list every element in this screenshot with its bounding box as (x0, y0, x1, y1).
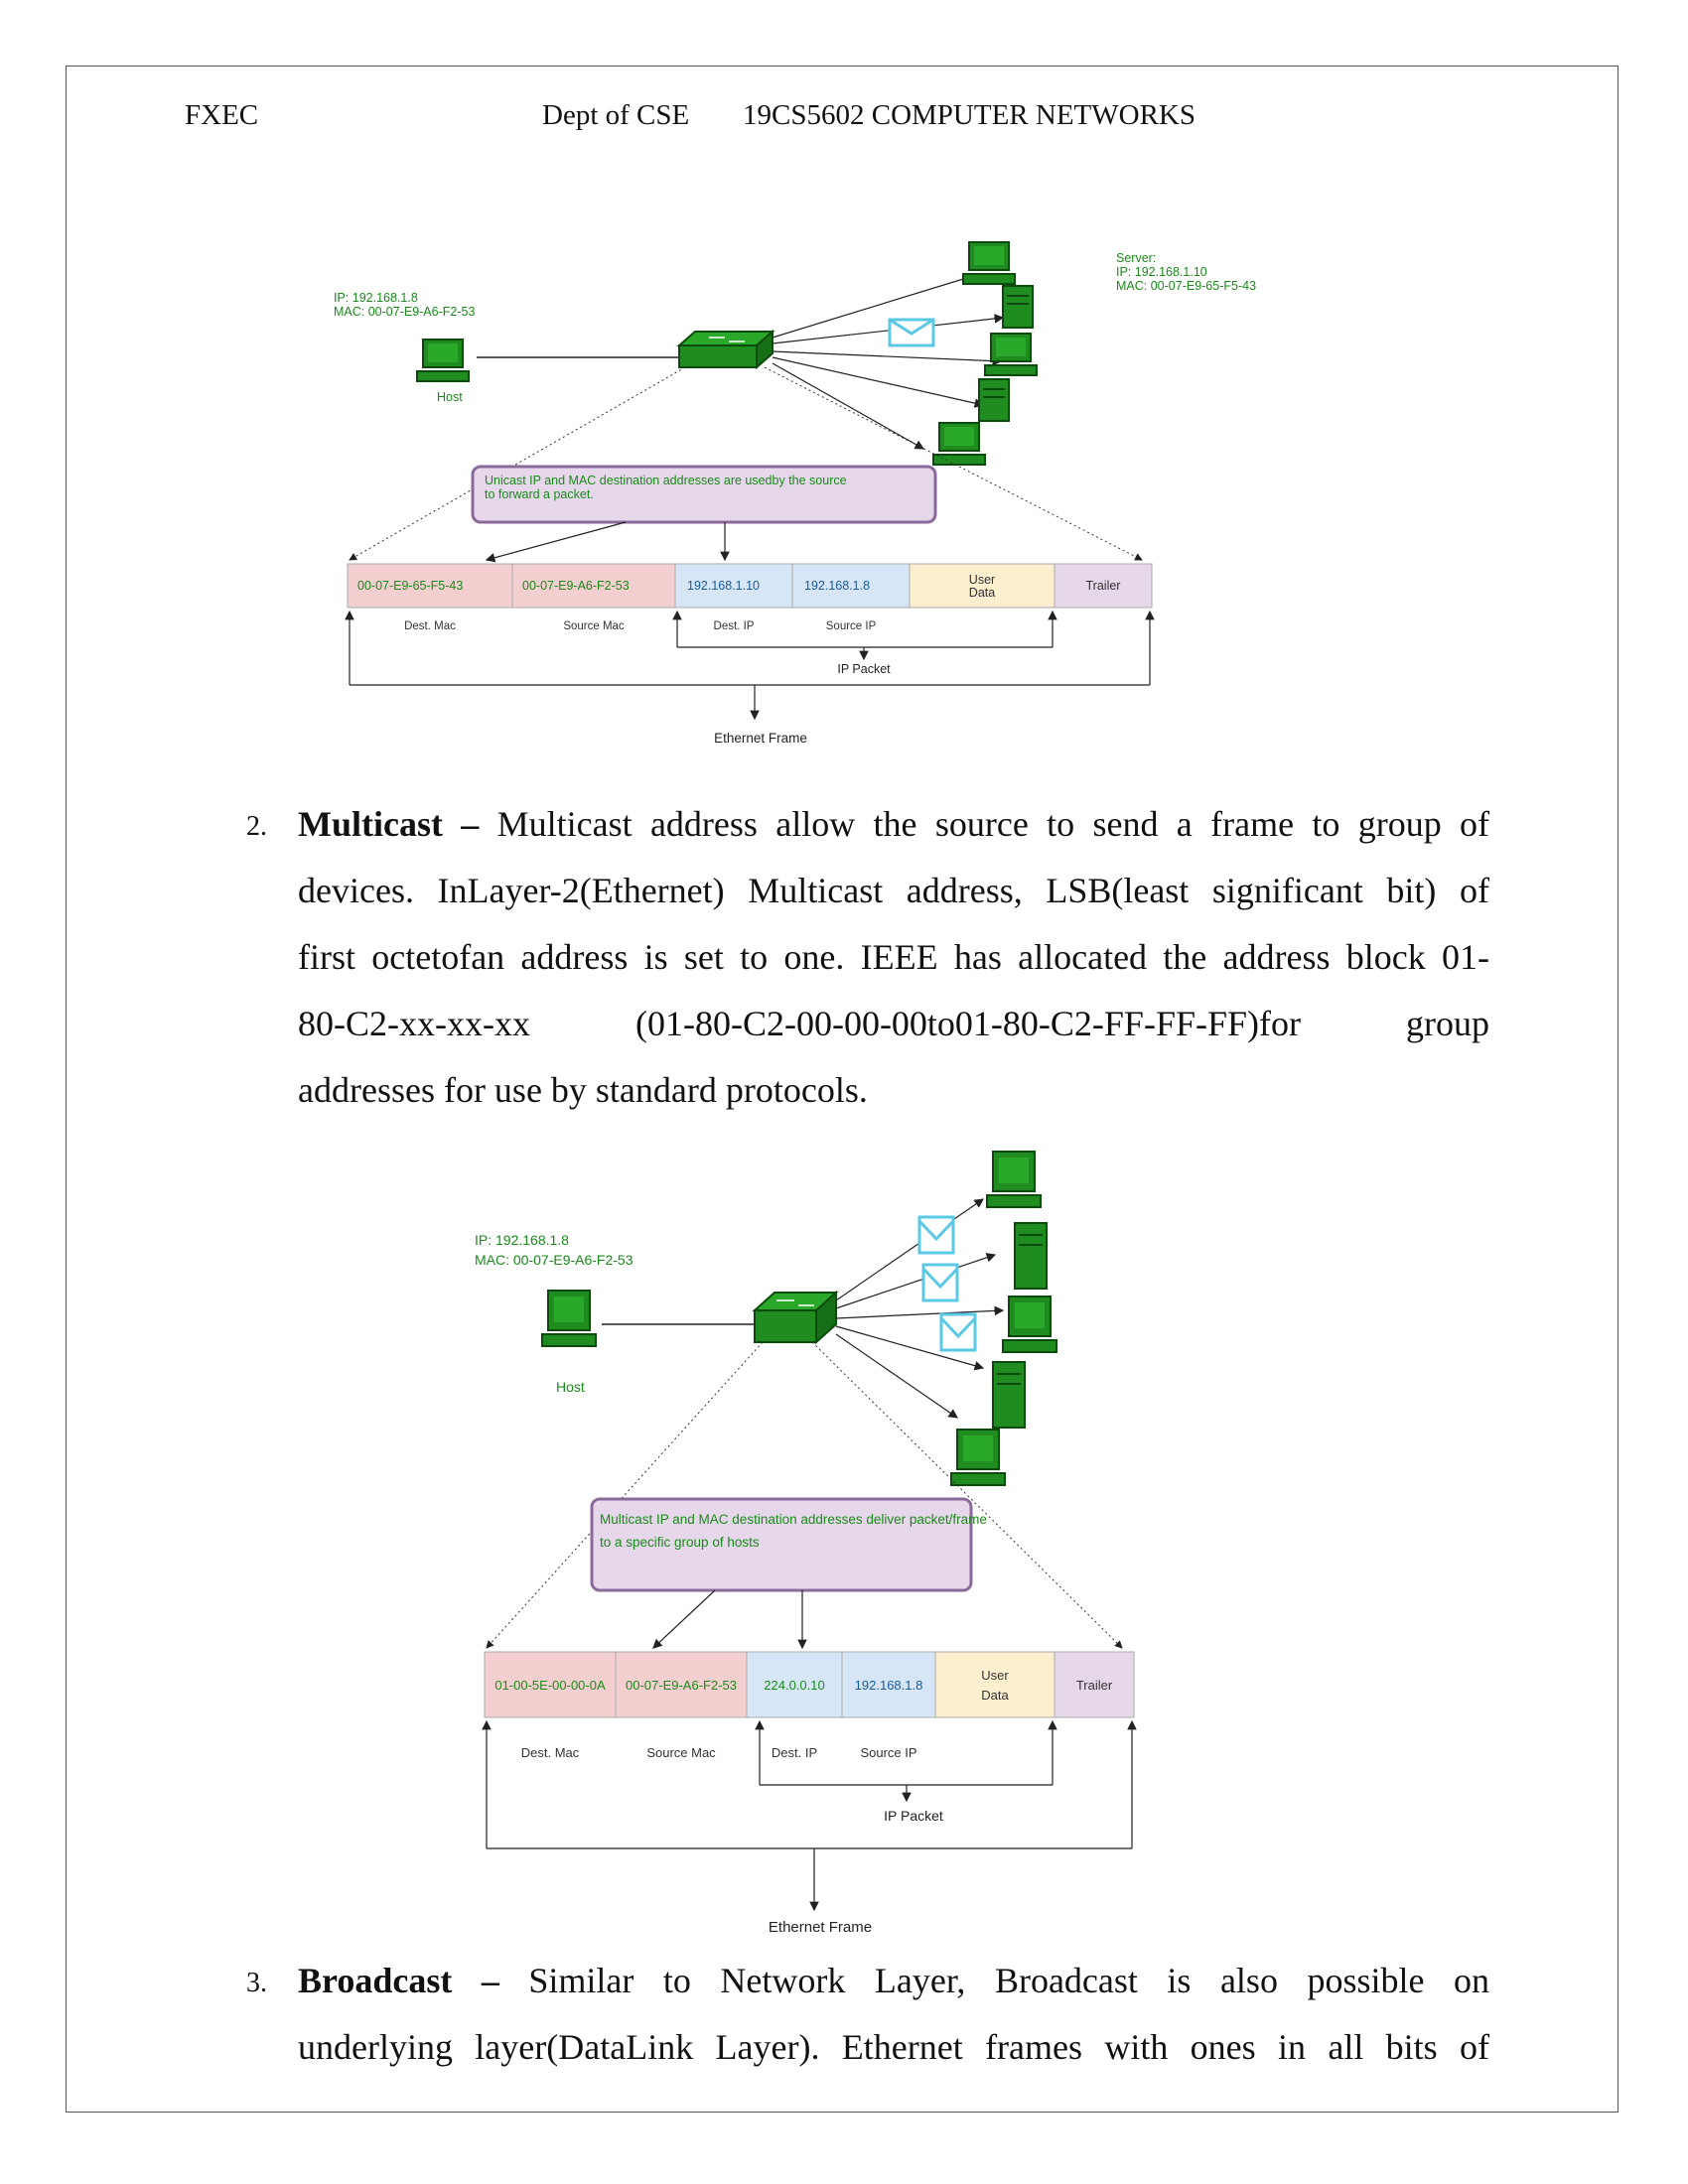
host-ip-label: IP: 192.168.1.8 (475, 1232, 569, 1248)
user-data-line1: User (969, 573, 995, 587)
unicast-diagram: IP: 192.168.1.8 MAC: 00-07-E9-A6-F2-53 H… (334, 241, 1256, 746)
term-dash: – (442, 804, 497, 844)
callout-line1: Unicast IP and MAC destination addresses… (485, 474, 847, 487)
envelope-icon (888, 318, 935, 347)
dest-mac-value: 00-07-E9-65-F5-43 (357, 579, 463, 593)
user-data-line1: User (981, 1668, 1009, 1683)
ip-packet-label: IP Packet (884, 1808, 943, 1824)
host-label: Host (556, 1379, 585, 1395)
term-broadcast: Broadcast (298, 1961, 453, 2000)
switch-icon (752, 1290, 839, 1345)
host-label: Host (437, 390, 463, 404)
item2-line-2: devices. InLayer-2(Ethernet) Multicast a… (298, 871, 1489, 910)
item2-line-3: first octetofan address is set to one. I… (298, 937, 1489, 977)
computer-icon (984, 333, 1038, 376)
dest-mac-label: Dest. Mac (521, 1745, 580, 1760)
header-center: Dept of CSE (542, 99, 690, 131)
frame-fields (347, 563, 1153, 609)
dest-ip-value: 224.0.0.10 (764, 1678, 824, 1693)
header-left: FXEC (185, 99, 259, 131)
ip-packet-label: IP Packet (837, 662, 891, 676)
source-mac-label: Source Mac (646, 1745, 716, 1760)
source-ip-label: Source IP (860, 1745, 916, 1760)
computer-icon (950, 1429, 1006, 1486)
envelope-icon (939, 1312, 977, 1352)
server-mac-label: MAC: 00-07-E9-65-F5-43 (1116, 279, 1256, 293)
user-data-line2: Data (981, 1688, 1009, 1703)
source-ip-value: 192.168.1.8 (804, 579, 870, 593)
ethernet-frame-label: Ethernet Frame (769, 1919, 872, 1936)
callout-line2: to forward a packet. (485, 487, 594, 501)
computer-icon (1002, 1296, 1057, 1353)
computer-icon (986, 1151, 1042, 1208)
server-label: Server: (1116, 251, 1156, 265)
item2-line-1: Multicast address allow the source to se… (496, 804, 1490, 844)
envelope-icon (921, 1263, 959, 1302)
item3-line-2: underlying layer(DataLink Layer). Ethern… (298, 2027, 1489, 2067)
server-ip-label: IP: 192.168.1.10 (1116, 265, 1207, 279)
list-item-broadcast: 3. Broadcast – Similar to Network Layer,… (246, 1948, 1489, 2087)
source-ip-label: Source IP (826, 620, 877, 632)
list-number: 3. (246, 1968, 267, 1998)
ethernet-frame-label: Ethernet Frame (714, 731, 807, 746)
user-data-line2: Data (969, 586, 995, 600)
trailer-label: Trailer (1086, 579, 1121, 593)
item2-line-5: addresses for use by standard protocols. (298, 1070, 868, 1110)
host-computer-icon (541, 1290, 597, 1347)
dest-ip-label: Dest. IP (714, 620, 755, 632)
source-ip-value: 192.168.1.8 (855, 1678, 923, 1693)
dest-mac-value: 01-00-5E-00-00-0A (494, 1678, 606, 1693)
dest-ip-label: Dest. IP (772, 1745, 817, 1760)
host-mac-label: MAC: 00-07-E9-A6-F2-53 (334, 305, 475, 319)
item2-line-4: 80-C2-xx-xx-xx (01-80-C2-00-00-00to01-80… (298, 1004, 1489, 1043)
page-border (66, 66, 1618, 2113)
server-icon (1002, 285, 1034, 329)
computer-icon (932, 422, 986, 466)
source-mac-value: 00-07-E9-A6-F2-53 (626, 1678, 737, 1693)
item3-line-1: Similar to Network Layer, Broadcast is a… (528, 1961, 1489, 2000)
source-mac-label: Source Mac (563, 620, 625, 632)
server-icon (1014, 1222, 1048, 1290)
callout-line2: to a specific group of hosts (600, 1535, 760, 1550)
computer-icon (962, 241, 1016, 285)
server-icon (992, 1361, 1026, 1429)
host-ip-label: IP: 192.168.1.8 (334, 291, 418, 305)
multicast-diagram: IP: 192.168.1.8 MAC: 00-07-E9-A6-F2-53 H… (475, 1151, 1137, 1936)
frame-fields (484, 1651, 1135, 1718)
source-mac-value: 00-07-E9-A6-F2-53 (522, 579, 630, 593)
dest-mac-label: Dest. Mac (404, 620, 456, 632)
host-mac-label: MAC: 00-07-E9-A6-F2-53 (475, 1252, 633, 1268)
list-item-multicast: 2. Multicast – Multicast address allow t… (246, 791, 1489, 1129)
server-icon (978, 378, 1010, 422)
envelope-icon (917, 1215, 955, 1255)
switch-icon (676, 329, 775, 370)
header-right: 19CS5602 COMPUTER NETWORKS (743, 99, 1196, 131)
dest-ip-value: 192.168.1.10 (687, 579, 760, 593)
trailer-label: Trailer (1076, 1678, 1113, 1693)
callout-line1: Multicast IP and MAC destination address… (600, 1512, 987, 1527)
list-number: 2. (246, 811, 267, 842)
host-computer-icon (416, 339, 470, 382)
term-multicast: Multicast (298, 804, 443, 844)
term-dash: – (452, 1961, 529, 2000)
